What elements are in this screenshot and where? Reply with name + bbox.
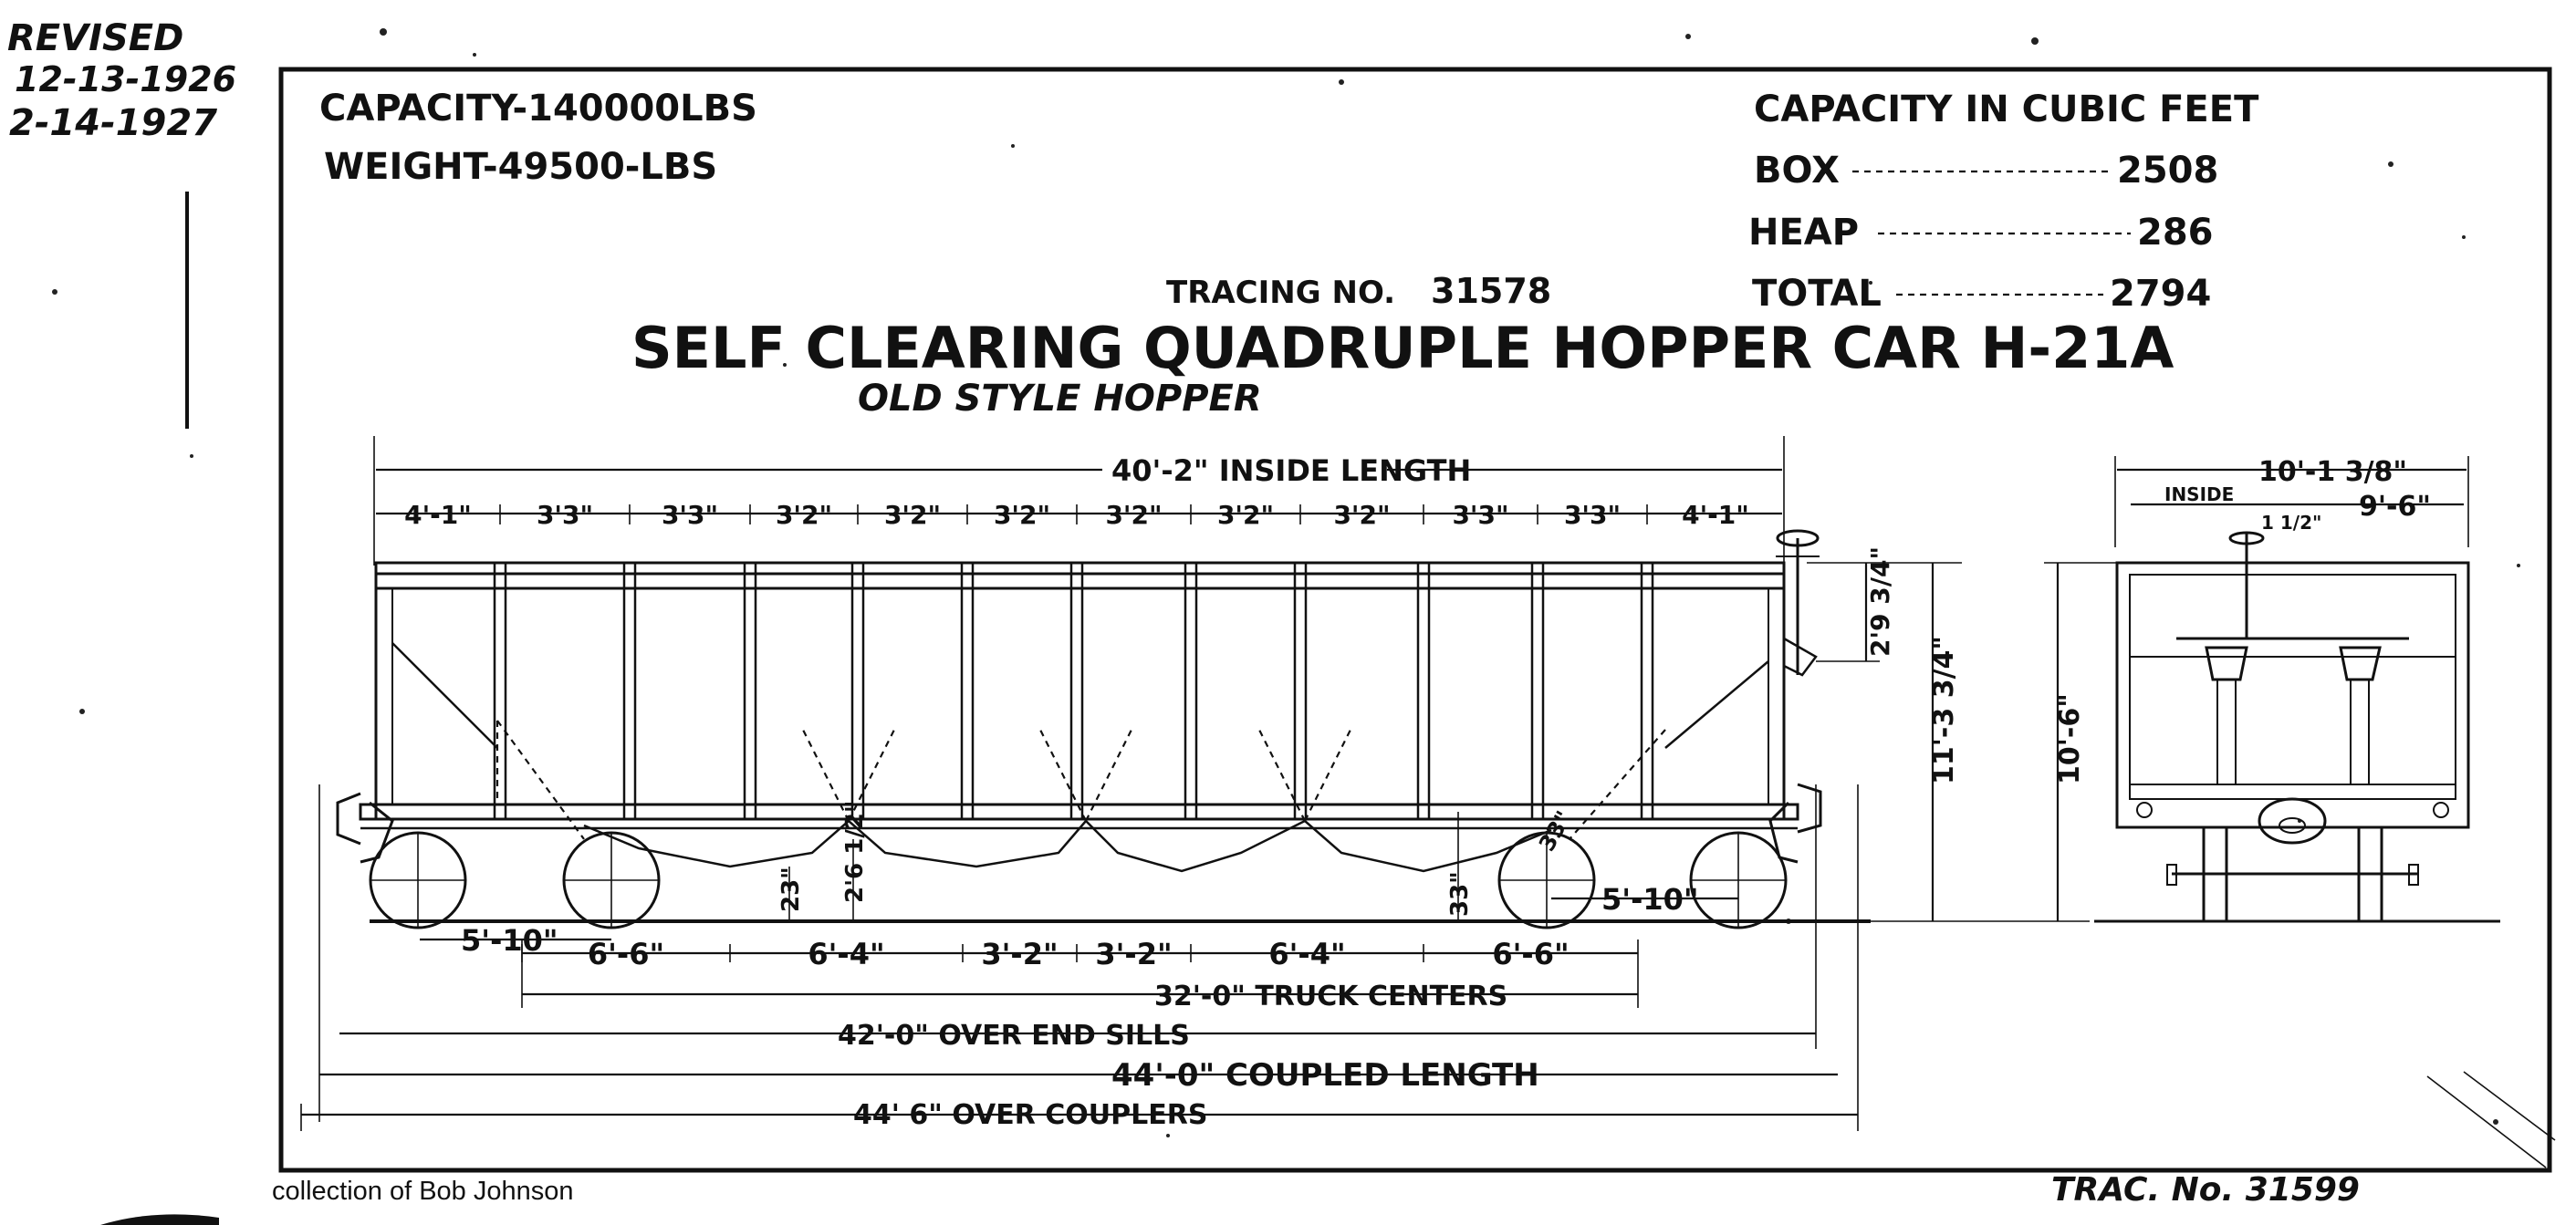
car-post bbox=[622, 561, 637, 821]
panel-dim-label: 3'3" bbox=[1564, 500, 1621, 530]
heap-value: 286 bbox=[2137, 212, 2214, 254]
panel-dim-label: 3'3" bbox=[1452, 500, 1508, 530]
collection-credit: collection of Bob Johnson bbox=[272, 1177, 574, 1206]
lower-dim-label: 6'-4" bbox=[1268, 937, 1345, 971]
end-inside-width: 10'-1 3/8" bbox=[2258, 456, 2407, 488]
car-wheels bbox=[369, 831, 1788, 929]
panel-dim-label: 3'2" bbox=[884, 500, 941, 530]
tracing-number: 31578 bbox=[1431, 271, 1551, 311]
corner-scratch bbox=[2426, 1071, 2556, 1168]
panel-dim-label: 3'2" bbox=[776, 500, 832, 530]
coupled-length-dim: 44'-0" COUPLED LENGTH bbox=[1111, 1057, 1539, 1094]
car-post bbox=[1293, 561, 1308, 821]
lower-dim-label: 6'-4" bbox=[808, 937, 884, 971]
box-value: 2508 bbox=[2117, 150, 2218, 192]
axle-offset-right: 5'-10" bbox=[1601, 882, 1699, 917]
heap-label: HEAP bbox=[1748, 212, 1859, 254]
revision-note: REVISED 12-13-1926 2-14-1927 bbox=[7, 17, 236, 144]
end-height: 10'-6" bbox=[2054, 693, 2086, 784]
lower-dim-label: 6'-6" bbox=[1492, 937, 1569, 971]
lower-dim-label: 3'-2" bbox=[981, 937, 1058, 971]
over-couplers-dim: 44' 6" OVER COUPLERS bbox=[853, 1099, 1207, 1131]
side-height-overall: 11'-3 3/4" bbox=[1928, 636, 1960, 784]
height-33in: 33" bbox=[1446, 871, 1474, 917]
panel-dim-label: 3'2" bbox=[994, 500, 1050, 530]
cubic-capacity-table: CAPACITY IN CUBIC FEET BOX 2508 HEAP 286… bbox=[1748, 88, 2259, 315]
lower-dim-label: 3'-2" bbox=[1095, 937, 1172, 971]
total-value: 2794 bbox=[2110, 273, 2211, 315]
car-post bbox=[743, 561, 757, 821]
corner-ink-blot bbox=[100, 1214, 219, 1225]
panel-dim-label: 3'2" bbox=[1333, 500, 1390, 530]
trac-number: TRAC. No. 31599 bbox=[2051, 1171, 2360, 1209]
panel-dim-label: 4'-1" bbox=[1682, 500, 1749, 530]
end-half-width: 9'-6" bbox=[2359, 491, 2431, 523]
car-post bbox=[850, 561, 865, 821]
panel-dim-label: 3'2" bbox=[1217, 500, 1274, 530]
car-post bbox=[1069, 561, 1084, 821]
panel-dim-label: 4'-1" bbox=[404, 500, 472, 530]
revision-label: REVISED bbox=[7, 17, 183, 59]
side-elevation: 40'-2" INSIDE LENGTH 4'-1" 3'3" 3'3" 3'2" 3'… bbox=[300, 436, 2090, 1131]
box-label: BOX bbox=[1754, 150, 1840, 192]
end-inside-label: INSIDE bbox=[2164, 483, 2234, 505]
side-height-upper: 2'9 3/4" bbox=[1865, 546, 1895, 657]
car-post bbox=[1530, 561, 1545, 821]
panel-dimension-labels: 4'-1" 3'3" 3'3" 3'2" 3'2" 3'2" 3'2" 3'2" 3'2" 3'3… bbox=[404, 500, 1749, 530]
end-elevation: 10'-1 3/8" INSIDE 9'-6" 1 1/2" 10'-6" bbox=[2044, 456, 2500, 923]
total-label: TOTAL bbox=[1752, 273, 1882, 315]
axle-offset-left: 5'-10" bbox=[461, 923, 558, 958]
car-post bbox=[493, 561, 507, 821]
over-end-sills-dim: 42'-0" OVER END SILLS bbox=[838, 1020, 1190, 1052]
drawing-title: SELF CLEARING QUADRUPLE HOPPER CAR H-21A bbox=[631, 315, 2174, 381]
truck-centers-dim: 32'-0" TRUCK CENTERS bbox=[1154, 981, 1507, 1012]
end-offset: 1 1/2" bbox=[2261, 512, 2321, 534]
tracing-label: TRACING NO. bbox=[1166, 275, 1395, 311]
lower-dim-label: 6'-6" bbox=[588, 937, 664, 971]
lower-dimension-labels: 6'-6" 6'-4" 3'-2" 3'-2" 6'-4" 6'-6" bbox=[521, 937, 1570, 971]
revision-date-1: 12-13-1926 bbox=[15, 59, 236, 99]
weight-lbs: WEIGHT-49500-LBS bbox=[324, 146, 717, 188]
panel-dim-label: 3'3" bbox=[662, 500, 718, 530]
car-side-posts bbox=[493, 504, 1654, 821]
panel-dim-label: 3'3" bbox=[537, 500, 593, 530]
height-2ft6in: 2'6 1/2" bbox=[841, 801, 869, 903]
car-post bbox=[1640, 561, 1654, 821]
car-post bbox=[1416, 561, 1431, 821]
capacity-lbs: CAPACITY-140000LBS bbox=[319, 88, 757, 130]
inside-length-dim: 40'-2" INSIDE LENGTH bbox=[1111, 453, 1471, 488]
car-post bbox=[960, 561, 975, 821]
drawing-border bbox=[278, 67, 2552, 1173]
cubic-capacity-title: CAPACITY IN CUBIC FEET bbox=[1754, 88, 2259, 130]
drawing-subtitle: OLD STYLE HOPPER bbox=[858, 378, 1262, 420]
car-post bbox=[1184, 561, 1198, 821]
height-23in: 23" bbox=[777, 867, 805, 912]
panel-dim-label: 3'2" bbox=[1105, 500, 1162, 530]
revision-date-2: 2-14-1927 bbox=[9, 102, 217, 144]
